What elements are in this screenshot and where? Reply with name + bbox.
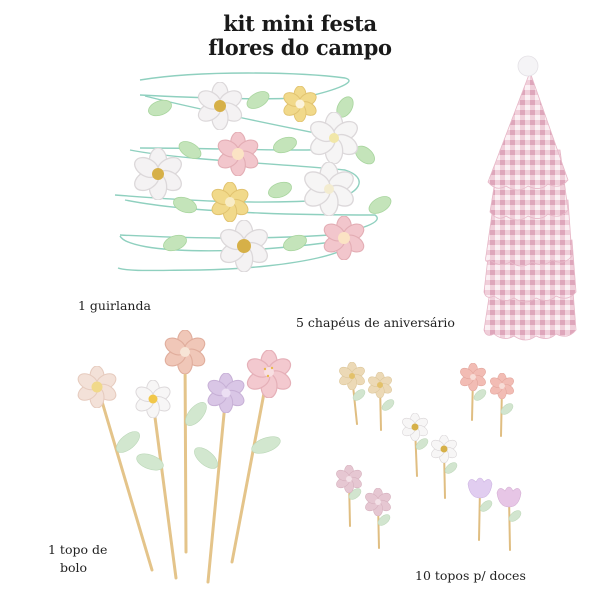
garland-group [114, 72, 392, 272]
label-sweet-toppers: 10 topos p/ doces [415, 568, 526, 583]
page-title-line2: flores do campo [208, 35, 392, 60]
garland-flower-8 [218, 220, 270, 272]
hat-pompom [517, 55, 539, 77]
garland-flower-1 [196, 82, 244, 130]
garland-flower-2 [282, 86, 318, 122]
cake-topper [76, 330, 293, 584]
garland-leaves [148, 91, 392, 252]
sweet-toppers [335, 362, 522, 551]
garland-flower-4 [216, 132, 260, 176]
garland-flower-5 [132, 148, 184, 200]
label-cake-topper-line1: 1 topo de [48, 542, 108, 557]
party-hats-stack [483, 55, 577, 341]
garland-flower-3 [308, 112, 360, 164]
garland-flower-9 [322, 216, 366, 260]
garland-flower-7 [210, 182, 250, 222]
label-cake-topper-line2: bolo [60, 560, 88, 575]
label-hats: 5 chapéus de aniversário [296, 315, 455, 330]
garland-flower-6 [302, 162, 356, 216]
label-garland: 1 guirlanda [78, 298, 151, 313]
page-title-line1: kit mini festa [223, 11, 377, 36]
